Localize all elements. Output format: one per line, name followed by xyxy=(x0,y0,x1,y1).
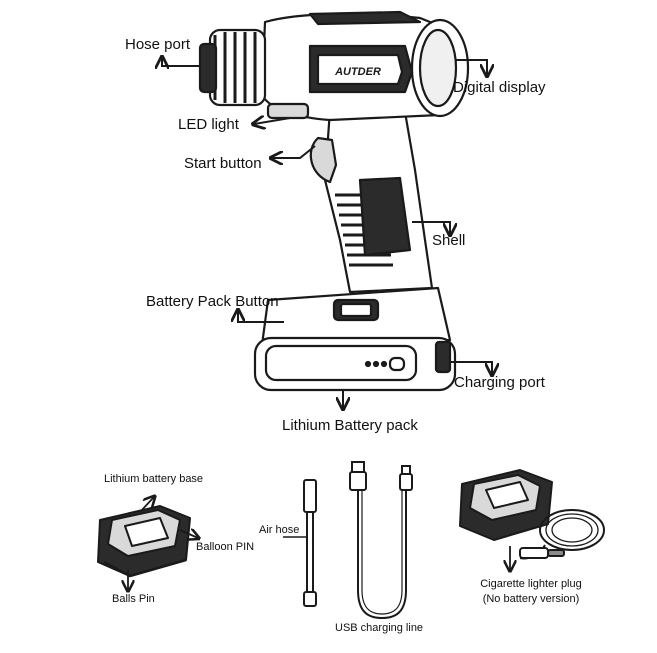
air-hose-illustration xyxy=(303,479,317,607)
usb-cable-illustration xyxy=(349,461,413,620)
label-digital-display: Digital display xyxy=(453,79,546,96)
battery-base-arrows xyxy=(128,497,198,590)
label-battery-pack-button: Battery Pack Button xyxy=(146,293,279,310)
battery-base-illustration xyxy=(97,505,191,578)
arrow-led-light xyxy=(254,118,291,124)
trigger xyxy=(309,136,338,184)
label-charging-port: Charging port xyxy=(454,374,545,391)
charging-port-tab xyxy=(434,340,452,374)
arrow-charging-port xyxy=(450,361,492,374)
arrow-digital-display xyxy=(455,59,487,75)
label-usb-charging-line: USB charging line xyxy=(335,622,424,634)
hose-port-cylinder xyxy=(198,28,267,107)
label-no-battery-version: (No battery version) xyxy=(482,593,580,605)
label-hose-port: Hose port xyxy=(125,36,191,53)
label-led-light: LED light xyxy=(178,116,239,133)
arrow-battery-pack-button xyxy=(238,311,284,323)
arrow-shell xyxy=(412,221,450,234)
inflator-illustration xyxy=(198,10,470,392)
label-air-hose: Air hose xyxy=(259,524,300,536)
cigarette-plug-kit-illustration xyxy=(459,469,605,560)
brand-mark: AUTDER xyxy=(334,66,381,78)
led-window xyxy=(266,102,310,120)
callout-arrows xyxy=(162,58,492,408)
label-balls-pin: Balls Pin xyxy=(112,593,155,605)
label-lithium-battery-pack: Lithium Battery pack xyxy=(282,417,418,434)
label-lithium-battery-base: Lithium battery base xyxy=(104,473,204,485)
label-balloon-pin: Balloon PIN xyxy=(196,541,255,553)
arrow-hose-port xyxy=(162,58,200,66)
label-start-button: Start button xyxy=(184,155,262,172)
label-shell: Shell xyxy=(432,232,466,249)
arrow-start-button xyxy=(272,145,316,158)
label-cigarette-lighter-plug: Cigarette lighter plug xyxy=(480,578,582,590)
